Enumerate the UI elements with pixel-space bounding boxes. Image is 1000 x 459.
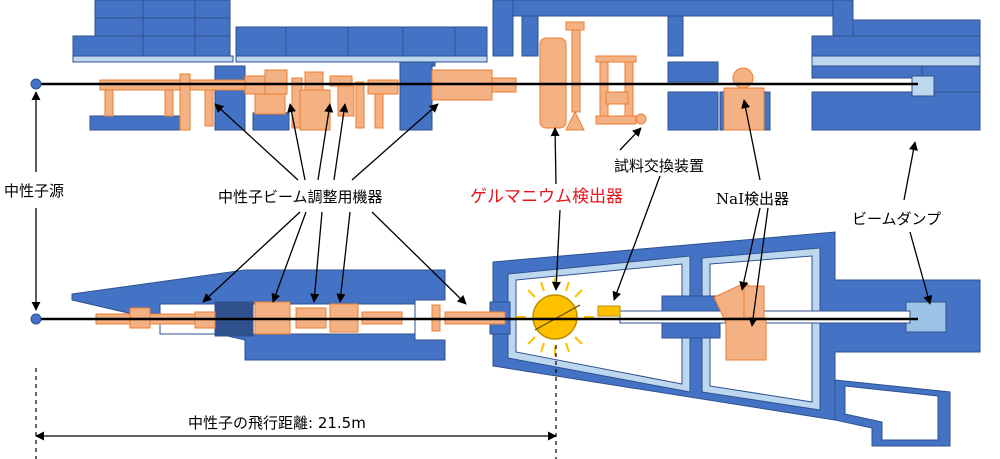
- top-view: [30, 0, 981, 131]
- bottom-source-dot: [30, 313, 42, 325]
- germanium-detector-label: ゲルマニウム検出器: [470, 187, 623, 207]
- callout-arrows: [31, 91, 933, 441]
- sample-changer-label: 試料交換装置: [614, 157, 704, 175]
- beam-equipment-label: 中性子ビーム調整用機器: [218, 188, 383, 206]
- flight-distance-label: 中性子の飛行距離: 21.5m: [188, 414, 366, 432]
- beam-dump-label: ビームダンプ: [852, 210, 941, 228]
- sample-changer-shape: [597, 305, 621, 317]
- top-shield-lower: [89, 61, 981, 131]
- bottom-view: [30, 231, 981, 447]
- distance-guides: [35, 345, 557, 459]
- top-source-dot: [30, 78, 42, 90]
- neutron-source-label: 中性子源: [4, 182, 64, 200]
- nai-detector-label: NaI検出器: [716, 190, 789, 208]
